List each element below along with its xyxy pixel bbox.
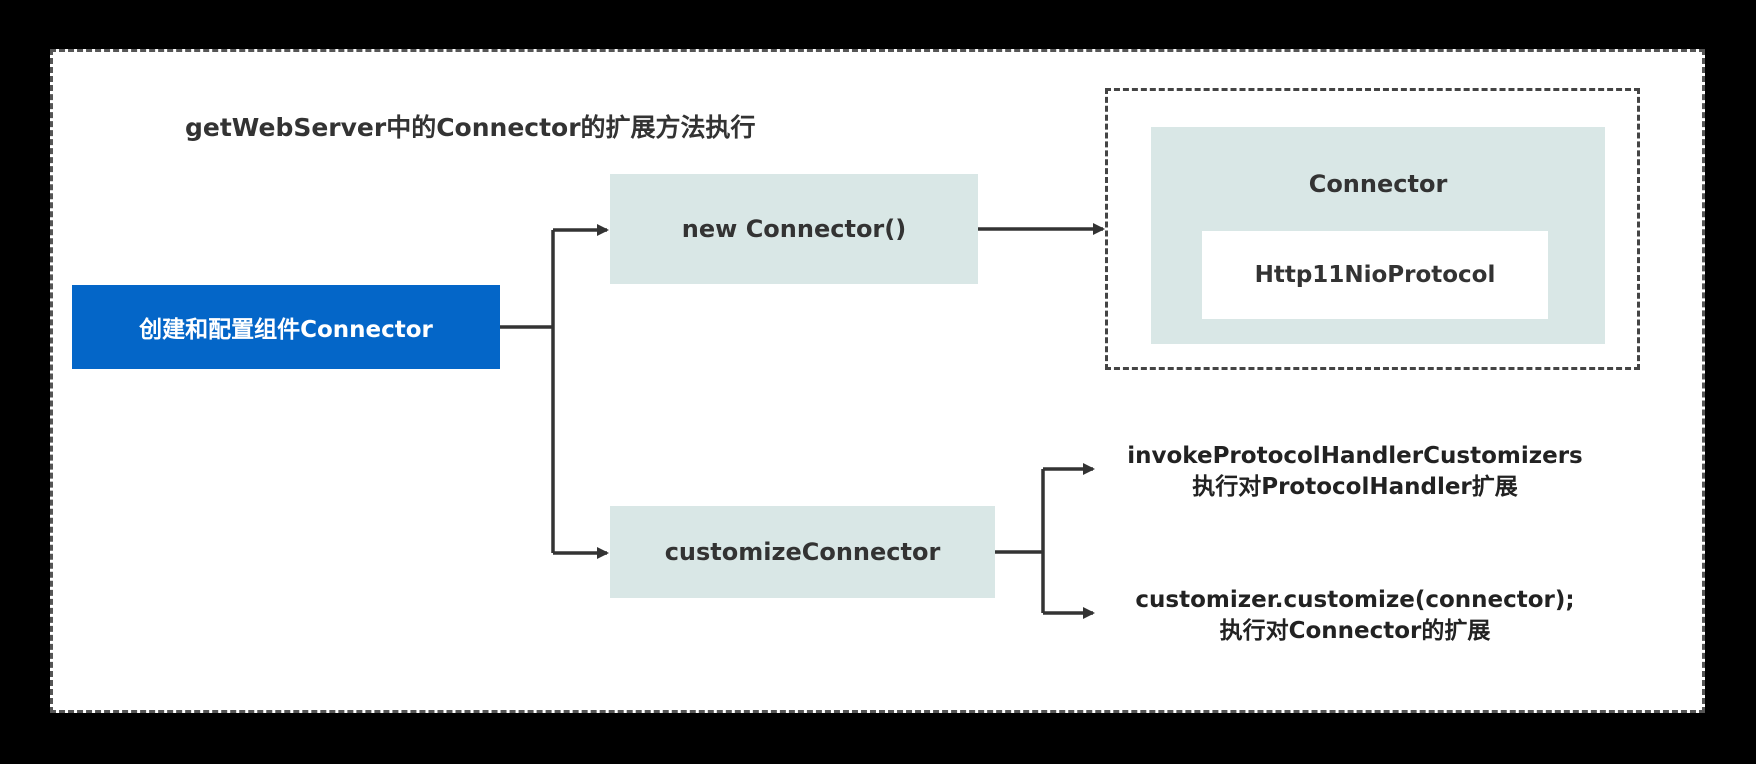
customizer-customize-text: customizer.customize(connector); 执行对Conn…: [1100, 585, 1610, 647]
invoke-customizers-text: invokeProtocolHandlerCustomizers 执行对Prot…: [1100, 441, 1610, 503]
customizer-customize-line1: customizer.customize(connector);: [1135, 587, 1575, 613]
protocol-label: Http11NioProtocol: [1254, 262, 1496, 288]
connector-title: Connector: [1308, 170, 1448, 198]
edge-main-trunk: [500, 230, 555, 553]
new-connector-label: new Connector(): [681, 215, 907, 243]
new-connector-node: new Connector(): [610, 174, 978, 284]
create-connector-node: 创建和配置组件Connector: [72, 285, 500, 369]
invoke-customizers-line2: 执行对ProtocolHandler扩展: [1192, 474, 1518, 500]
invoke-customizers-line1: invokeProtocolHandlerCustomizers: [1127, 443, 1583, 469]
customizer-customize-line2: 执行对Connector的扩展: [1219, 618, 1491, 644]
create-connector-label: 创建和配置组件Connector: [139, 317, 433, 343]
customize-connector-label: customizeConnector: [664, 538, 941, 566]
protocol-box: Http11NioProtocol: [1202, 231, 1548, 319]
diagram-title: getWebServer中的Connector的扩展方法执行: [185, 113, 756, 142]
edge-customize-trunk: [995, 469, 1045, 613]
customize-connector-node: customizeConnector: [610, 506, 995, 598]
